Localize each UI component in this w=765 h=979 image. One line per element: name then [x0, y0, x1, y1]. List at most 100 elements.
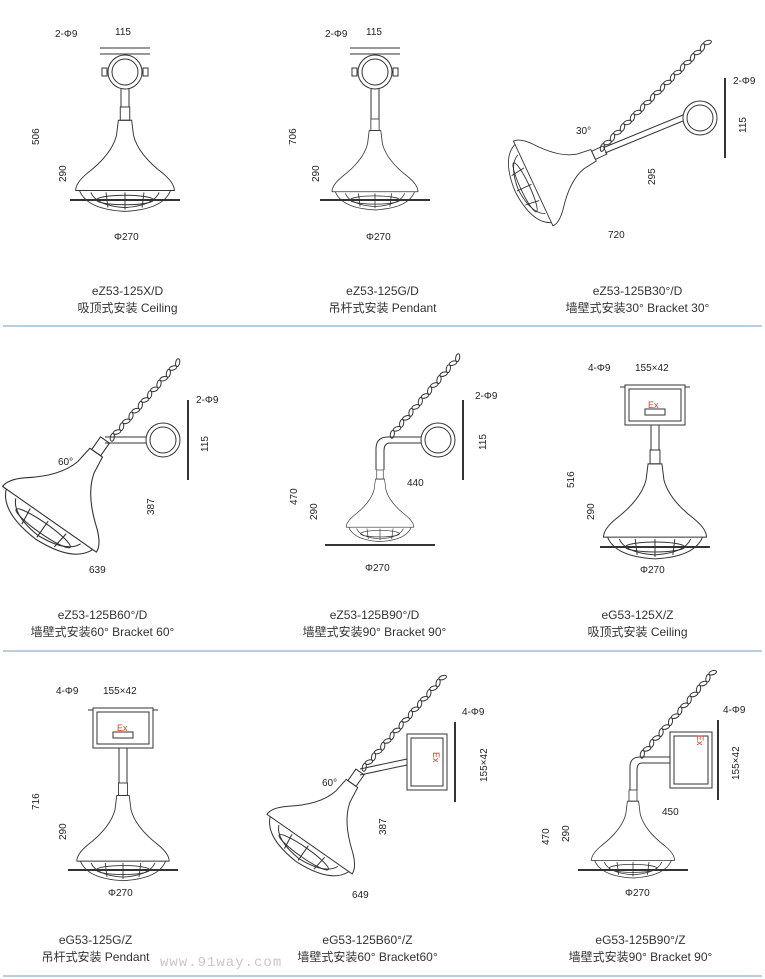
lamp-height-label: 290	[58, 823, 69, 840]
chain-link	[708, 669, 717, 676]
mount-type: 墙壁式安装90° Bracket 90°	[302, 625, 447, 639]
caption-panel-2: eZ53-125G/D 吊杆式安装 Pendant	[255, 283, 510, 317]
caption-panel-4: eZ53-125B60°/D 墙壁式安装60° Bracket 60°	[0, 607, 230, 641]
holes-label: 4-Φ9	[588, 363, 611, 374]
angle-label: 30°	[576, 126, 591, 137]
caption-panel-8: eG53-125B60°/Z 墙壁式安装60° Bracket60°	[240, 932, 495, 966]
box-size-label: 155×42	[103, 686, 137, 697]
lamp-height-label: 290	[309, 503, 320, 520]
width-label: 115	[738, 117, 749, 133]
drawing-eg53-125g-z: 4-Φ9 155×42 Ex 716 290 Φ270	[31, 686, 137, 899]
caption-panel-9: eG53-125B90°/Z 墙壁式安装90° Bracket 90°	[513, 932, 765, 966]
holes-label: 2-Φ9	[475, 391, 498, 402]
mount-type: 吸顶式安装 Ceiling	[77, 301, 178, 315]
divider	[3, 650, 762, 652]
lamp-7	[68, 707, 178, 882]
caption-panel-3: eZ53-125B30°/D 墙壁式安装30° Bracket 30°	[510, 283, 765, 317]
height-label: 387	[378, 818, 389, 835]
holes-label: 2-Φ9	[55, 29, 78, 40]
angle-label: 60°	[322, 778, 337, 789]
ex-mark: Ex	[431, 752, 441, 763]
model-number: eZ53-125G/D	[346, 284, 419, 298]
lamp-height-label: 290	[561, 825, 572, 842]
lamp-height-label: 290	[586, 503, 597, 520]
width-label: 115	[200, 436, 211, 452]
holes-label: 2-Φ9	[733, 76, 756, 87]
model-number: eG53-125B60°/Z	[322, 933, 413, 947]
reach-label: 440	[407, 478, 424, 489]
drawing-eg53-125x-z: 4-Φ9 155×42 Ex 516 290 Φ270	[566, 363, 669, 576]
total-height-label: 506	[31, 128, 42, 145]
drawing-ez53-125b30-d: 2-Φ9 115 30° 295 720	[576, 76, 756, 241]
drawing-ez53-125b90-d: 2-Φ9 115 470 290 440 Φ270	[289, 391, 498, 574]
width-label: 115	[478, 434, 489, 450]
lamp-height-label: 290	[58, 165, 69, 182]
ex-mark: Ex	[648, 400, 659, 410]
reach-label: 450	[662, 807, 679, 818]
diameter-label: Φ270	[365, 563, 390, 574]
holes-label: 2-Φ9	[196, 395, 219, 406]
reach-label: 649	[352, 890, 369, 901]
diameter-label: Φ270	[640, 565, 665, 576]
chain-link	[438, 674, 448, 681]
caption-panel-5: eZ53-125B90°/D 墙壁式安装90° Bracket 90°	[247, 607, 502, 641]
ex-mark: Ex	[695, 735, 705, 746]
holes-label: 4-Φ9	[462, 707, 485, 718]
caption-panel-6: eG53-125X/Z 吸顶式安装 Ceiling	[510, 607, 765, 641]
reach-label: 639	[89, 565, 106, 576]
height-label: 387	[146, 498, 157, 515]
ex-mark: Ex	[117, 723, 128, 733]
model-number: eZ53-125B60°/D	[57, 608, 148, 622]
diameter-label: Φ270	[366, 232, 391, 243]
width-label: 115	[366, 27, 382, 38]
mount-type: 墙壁式安装60° Bracket60°	[297, 950, 438, 964]
diameter-label: Φ270	[108, 888, 133, 899]
total-height-label: 470	[541, 828, 552, 845]
lamp-height-label: 290	[311, 165, 322, 182]
model-number: eZ53-125B30°/D	[592, 284, 683, 298]
angle-label: 60°	[58, 457, 73, 468]
lamp-1	[70, 47, 180, 212]
drawing-ez53-125x-d: 2-Φ9 115 506 290 Φ270	[31, 27, 139, 243]
divider	[3, 325, 762, 327]
total-height-label: 716	[31, 793, 42, 810]
mount-type: 墙壁式安装60° Bracket 60°	[30, 625, 175, 639]
box-size-label: 155×42	[731, 746, 742, 780]
chain-link	[175, 358, 181, 368]
height-label: 295	[647, 168, 658, 185]
watermark: www.91way.com	[160, 955, 283, 971]
caption-panel-1: eZ53-125X/D 吸顶式安装 Ceiling	[0, 283, 255, 317]
holes-label: 4-Φ9	[56, 686, 79, 697]
model-number: eG53-125B90°/Z	[595, 933, 686, 947]
divider	[3, 975, 762, 977]
reach-label: 720	[608, 230, 625, 241]
drawing-eg53-125b60-z: 4-Φ9 155×42 Ex 60° 387 649	[322, 707, 490, 901]
model-number: eZ53-125X/D	[91, 284, 164, 298]
box-size-label: 155×42	[479, 748, 490, 782]
total-height-label: 516	[566, 471, 577, 488]
mount-type: 墙壁式安装30° Bracket 30°	[565, 301, 710, 315]
chain-link	[703, 39, 712, 46]
total-height-label: 706	[288, 128, 299, 145]
holes-label: 4-Φ9	[723, 705, 746, 716]
width-label: 115	[115, 27, 131, 38]
mount-type: 吸顶式安装 Ceiling	[587, 625, 688, 639]
lamp-2	[320, 47, 430, 211]
total-height-label: 470	[289, 488, 300, 505]
mount-type: 吊杆式安装 Pendant	[328, 301, 437, 315]
box-size-label: 155×42	[635, 363, 669, 374]
model-number: eG53-125X/Z	[601, 608, 674, 622]
lamp-6	[600, 384, 710, 560]
mount-type: 吊杆式安装 Pendant	[41, 950, 150, 964]
diameter-label: Φ270	[625, 888, 650, 899]
diameter-label: Φ270	[114, 232, 139, 243]
drawing-ez53-125g-d: 2-Φ9 115 706 290 Φ270	[288, 27, 391, 243]
drawing-ez53-125b60-d: 2-Φ9 115 60° 387 639	[58, 395, 219, 576]
drawing-eg53-125b90-z: 4-Φ9 155×42 Ex 470 290 450 Φ270	[541, 705, 746, 899]
mount-type: 墙壁式安装90° Bracket 90°	[568, 950, 713, 964]
holes-label: 2-Φ9	[325, 29, 348, 40]
model-number: eZ53-125B90°/D	[329, 608, 420, 622]
chain-link	[455, 353, 461, 363]
